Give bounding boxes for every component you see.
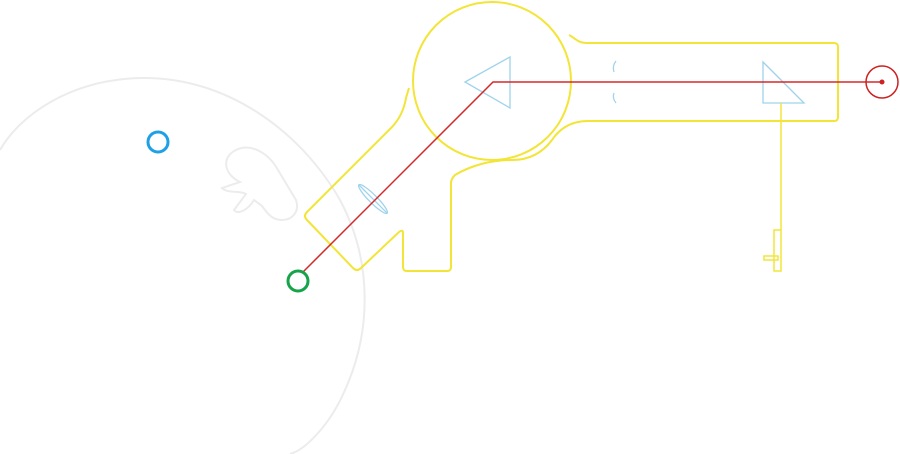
mount-clamp (763, 255, 779, 261)
faint-background-shape (0, 76, 366, 454)
detector-mount (763, 103, 782, 272)
green-circle-marker[interactable] (286, 269, 310, 293)
housing-body-outline (304, 34, 839, 272)
aperture-lower-jaw (612, 92, 617, 104)
optical-components (357, 55, 806, 215)
source-ring (865, 65, 899, 99)
source-dot (879, 79, 885, 85)
laser-beam-path (302, 81, 882, 273)
lens-axis-line (358, 184, 388, 214)
ghost-hook-icon (220, 146, 298, 222)
objective-lens (357, 183, 389, 215)
aperture-upper-jaw (612, 60, 617, 73)
blue-circle-marker[interactable] (146, 130, 170, 154)
mount-post (773, 229, 782, 272)
ghost-blob-outline (0, 76, 366, 454)
housing-round-chamber (412, 1, 572, 161)
aperture-slit (612, 60, 617, 104)
yellow-housing-outline (304, 1, 839, 272)
crosshair-circle-marker[interactable] (865, 65, 899, 99)
